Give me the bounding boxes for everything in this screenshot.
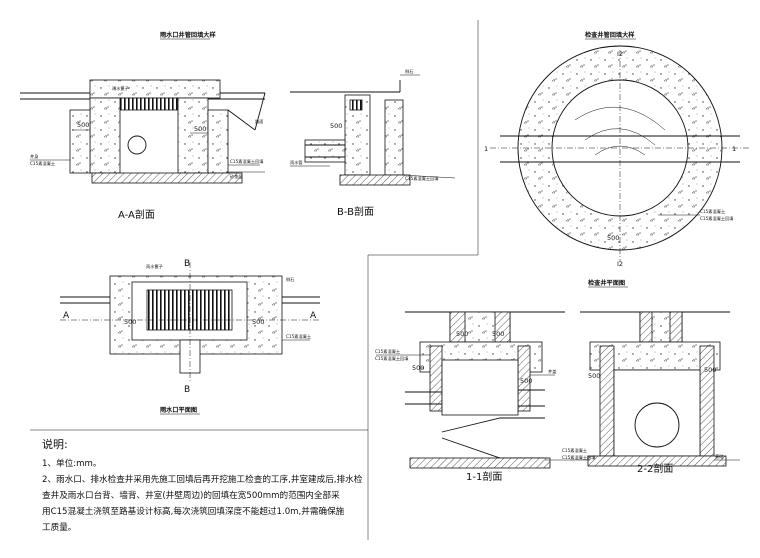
inlet-plan-dim-right: 500 xyxy=(252,318,264,326)
inlet-plan-drawing xyxy=(60,262,320,382)
s11-callout-c15: C15素混凝土 xyxy=(375,348,400,355)
plan-marker-i2-top: I2 xyxy=(617,50,623,58)
section-22-label: 2-2剖面 xyxy=(637,462,673,475)
notes-line-3: 查井及雨水口台背、墙背、井室(井壁周边)的回填在宽500mm的范围内全部采 xyxy=(42,491,340,501)
inspection-section-title: 检查井管回填大样 xyxy=(585,31,635,39)
plan-marker-1-left: 1 xyxy=(484,145,488,153)
inlet-plan-title: 雨水口平面图 xyxy=(160,406,197,414)
bb-callout-c15-fill: C15素混凝土回填 xyxy=(405,175,438,182)
inlet-section-title: 雨水口井管回填大样 xyxy=(160,31,216,39)
s11-callout-cover: 井盖 xyxy=(548,368,556,375)
notes-line-1: 1、单位:mm。 xyxy=(42,459,102,469)
s22-callout-base: 基础 xyxy=(715,453,723,460)
notes-line-4: 用C15混凝土浇筑至路基设计标高,每次浇筑回填深度不能超过1.0m,并需确保施 xyxy=(42,507,345,517)
inspection-plan-drawing xyxy=(490,45,750,262)
plan-dim: 500 xyxy=(607,234,619,242)
section-aa-label: A-A剖面 xyxy=(118,208,155,221)
s22-dim-right: 500 xyxy=(704,366,716,374)
aa-callout-grate: 雨水篦子 xyxy=(112,85,129,92)
aa-callout-sand: 砂垫层 xyxy=(230,173,243,180)
bb-callout-curb: 侧石 xyxy=(405,68,413,75)
inlet-plan-marker-b-bottom: B xyxy=(184,385,190,395)
aa-dim-left: 500 xyxy=(77,121,89,129)
section-aa-drawing xyxy=(20,79,266,184)
aa-callout-c15-fill: C15素混凝土回填 xyxy=(230,158,263,165)
section-11-label: 1-1剖面 xyxy=(466,470,502,483)
inlet-plan-marker-b-top: B xyxy=(184,259,190,269)
s11-dim-top-right: 500 xyxy=(492,330,504,338)
inspection-plan-title: 检查井平面图 xyxy=(588,279,625,287)
aa-callout-well: 井身 xyxy=(30,153,38,160)
plan-marker-1-right: 1 xyxy=(732,145,736,153)
s11-dim-right: 500 xyxy=(520,377,532,385)
inlet-plan-marker-a-right: A xyxy=(310,311,317,321)
frame-lines xyxy=(30,20,479,540)
plan-callout-c15-fill: C15素混凝土回填 xyxy=(700,215,733,222)
plan-callout-c15: C15素混凝土 xyxy=(700,208,725,215)
aa-dim-right: 500 xyxy=(194,125,206,133)
s11-callout-c15-fill: C15素混凝土回填 xyxy=(375,355,408,362)
s22-callout-c15: C15素混凝土 xyxy=(562,447,587,454)
s11-dim-left: 500 xyxy=(412,364,424,372)
notes-heading: 说明: xyxy=(42,438,68,451)
bb-callout-pipe: 雨水管 xyxy=(290,159,303,166)
section-bb-drawing xyxy=(290,74,456,186)
s22-dim-left: 500 xyxy=(588,372,600,380)
section-22-drawing xyxy=(545,311,740,467)
section-bb-label: B-B剖面 xyxy=(337,205,374,218)
plan-marker-i2-bottom: I2 xyxy=(617,260,623,268)
inlet-plan-callout-grate: 雨水篦子 xyxy=(146,263,163,270)
inlet-plan-dim-left: 500 xyxy=(124,318,136,326)
bb-dim: 500 xyxy=(330,122,342,130)
notes-line-5: 工质量。 xyxy=(42,523,77,533)
s11-dim-top-left: 500 xyxy=(456,330,468,338)
notes-line-2: 2、雨水口、排水检查井采用先施工回填后再开挖施工检查的工序,井室建成后,排水检 xyxy=(42,475,363,485)
inlet-plan-callout-curb: 侧石 xyxy=(286,276,294,283)
inlet-plan-callout-c15: C15素混凝土 xyxy=(286,333,311,340)
aa-callout-c15: C15素混凝土 xyxy=(30,160,55,167)
s22-callout-c15-fill: C15素混凝土回填 xyxy=(562,454,595,461)
aa-callout-road: 路面 xyxy=(255,118,263,125)
section-11-drawing xyxy=(376,311,565,469)
notes-block: 说明: 1、单位:mm。 2、雨水口、排水检查井采用先施工回填后再开挖施工检查的… xyxy=(42,436,363,536)
inlet-plan-marker-a-left: A xyxy=(63,311,70,321)
